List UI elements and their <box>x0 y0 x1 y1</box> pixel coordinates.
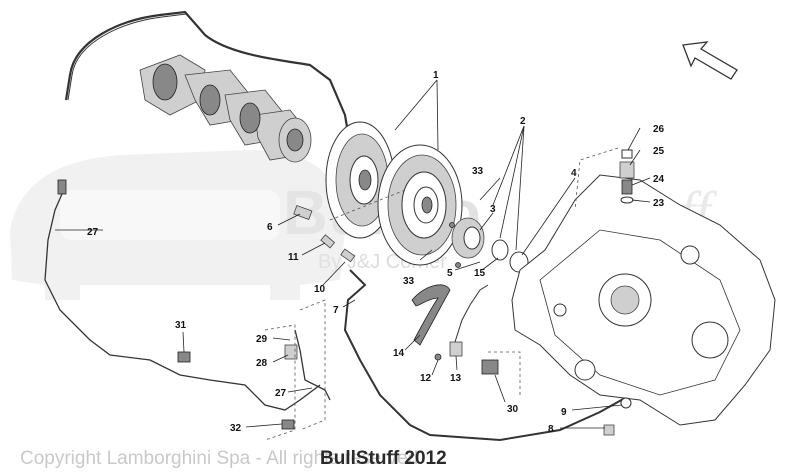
flywheel <box>325 121 395 239</box>
crankshaft <box>139 54 312 163</box>
callout-8: 8 <box>548 424 554 435</box>
callout-30: 30 <box>507 404 519 415</box>
callout-13: 13 <box>450 373 462 384</box>
release-bearing <box>449 217 529 273</box>
small-parts <box>177 204 632 436</box>
callout-12: 12 <box>420 373 432 384</box>
callout-numbers: 1 2 3 4 5 6 7 8 9 10 11 12 13 14 15 23 2… <box>87 70 665 435</box>
guide-lines <box>264 147 619 441</box>
callout-1: 1 <box>433 70 439 81</box>
clutch-pressure-plate <box>377 144 463 266</box>
callout-15: 15 <box>474 268 486 279</box>
callout-6: 6 <box>267 222 273 233</box>
watermark-car-silhouette <box>10 150 345 300</box>
callout-29: 29 <box>256 334 268 345</box>
callout-32: 32 <box>230 423 242 434</box>
callout-14: 14 <box>393 348 405 359</box>
leader-lines <box>55 79 651 429</box>
gearbox-housing <box>511 174 776 426</box>
callout-31: 31 <box>175 320 187 331</box>
overlay-credit: BullStuff 2012 <box>320 448 447 469</box>
callout-9: 9 <box>561 407 567 418</box>
callout-5: 5 <box>447 268 453 279</box>
callout-33-lower: 33 <box>403 276 415 287</box>
callout-27-lower: 27 <box>275 388 287 399</box>
callout-2: 2 <box>520 116 526 127</box>
callout-7: 7 <box>333 305 339 316</box>
callout-27-left: 27 <box>87 227 99 238</box>
callout-4: 4 <box>571 168 577 179</box>
callout-3: 3 <box>490 204 496 215</box>
direction-arrow-icon <box>682 41 738 80</box>
callout-24: 24 <box>653 174 665 185</box>
callout-10: 10 <box>314 284 326 295</box>
callout-28: 28 <box>256 358 268 369</box>
hydraulic-pipe <box>64 10 626 442</box>
sensor-cable <box>44 179 331 411</box>
callout-33-upper: 33 <box>472 166 484 177</box>
callout-26: 26 <box>653 124 665 135</box>
callout-11: 11 <box>288 252 299 263</box>
callout-25: 25 <box>653 146 665 157</box>
callout-23: 23 <box>653 198 665 209</box>
copyright-footer: Copyright Lamborghini Spa - All rights r… <box>20 448 419 469</box>
